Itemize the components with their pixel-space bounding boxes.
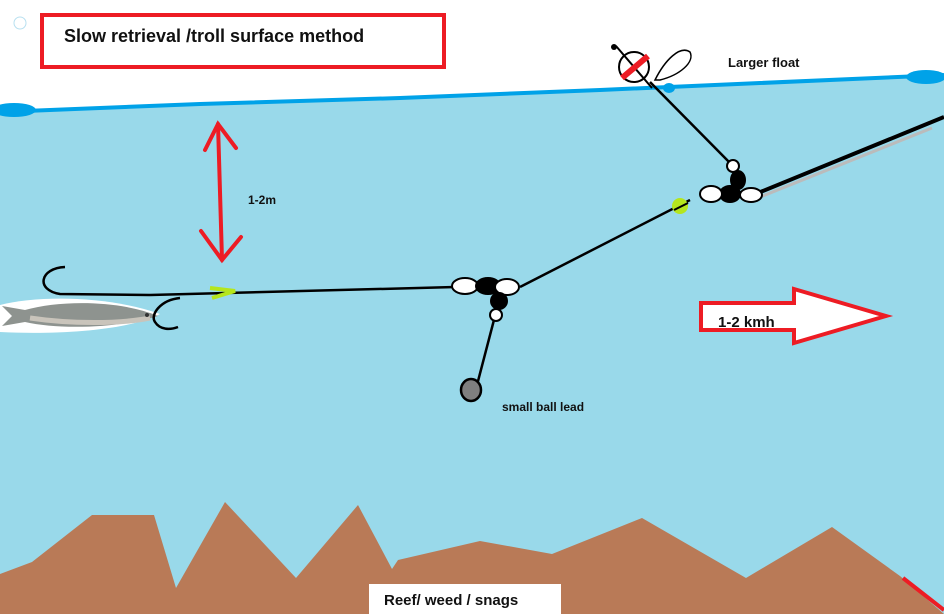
speed-label: 1-2 kmh <box>718 314 775 331</box>
rod-line <box>757 115 944 195</box>
water-surface-line <box>0 73 944 114</box>
depth-label: 1-2m <box>248 193 277 207</box>
surface-blob-left <box>0 103 36 117</box>
red-mark-bottom-right <box>901 576 944 612</box>
reef-label: Reef/ weed / snags <box>384 592 519 609</box>
depth-double-arrow <box>199 120 243 264</box>
reef-label-box <box>369 584 561 614</box>
lead-label: small ball lead <box>502 400 585 414</box>
lower-three-way-swivel <box>451 277 520 322</box>
float-surface-blob <box>663 83 675 93</box>
float-dropper-line <box>649 81 734 167</box>
large-float <box>611 44 692 89</box>
surface-blob-right <box>906 70 944 84</box>
reef-bottom <box>0 502 944 614</box>
water <box>0 75 944 614</box>
green-bead-lower <box>209 286 236 300</box>
ball-lead <box>459 377 483 403</box>
leader-line <box>149 285 456 297</box>
hook-upper <box>42 265 151 297</box>
upper-three-way-swivel <box>699 159 763 203</box>
bait-fish <box>0 298 160 333</box>
lead-dropper-line <box>475 315 497 386</box>
title-box <box>40 13 446 69</box>
hook-lower <box>152 296 181 331</box>
green-bead-line <box>673 202 689 211</box>
speed-arrow <box>699 286 894 346</box>
rod-shadow <box>759 126 933 199</box>
top-left-circle <box>13 16 27 30</box>
main-line-upper <box>519 198 691 289</box>
diagram-title: Slow retrieval /troll surface method <box>64 26 365 46</box>
float-label: Larger float <box>728 55 800 70</box>
